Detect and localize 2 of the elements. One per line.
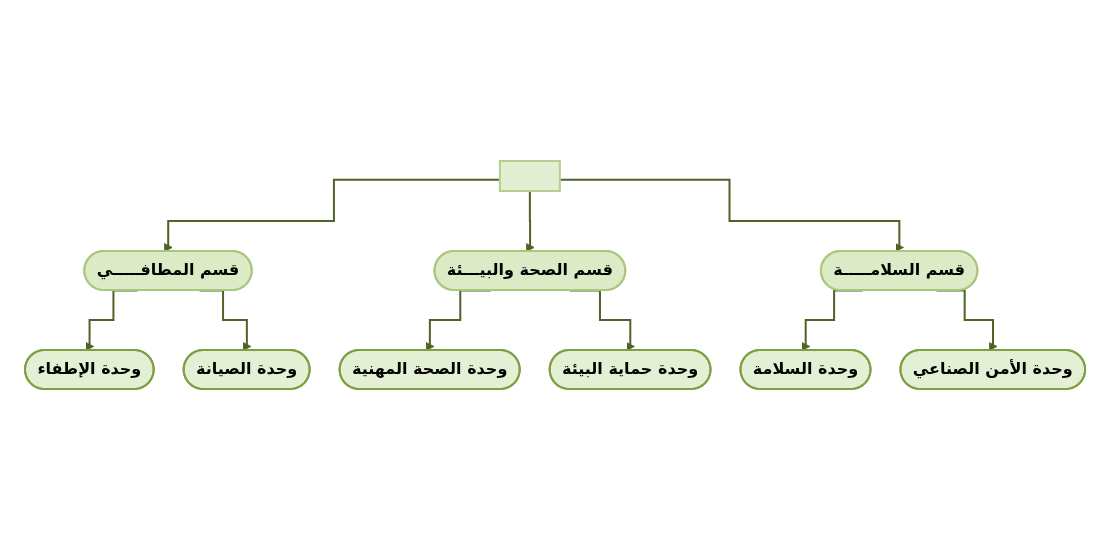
arrow (525, 190, 535, 252)
node-box (498, 160, 561, 192)
